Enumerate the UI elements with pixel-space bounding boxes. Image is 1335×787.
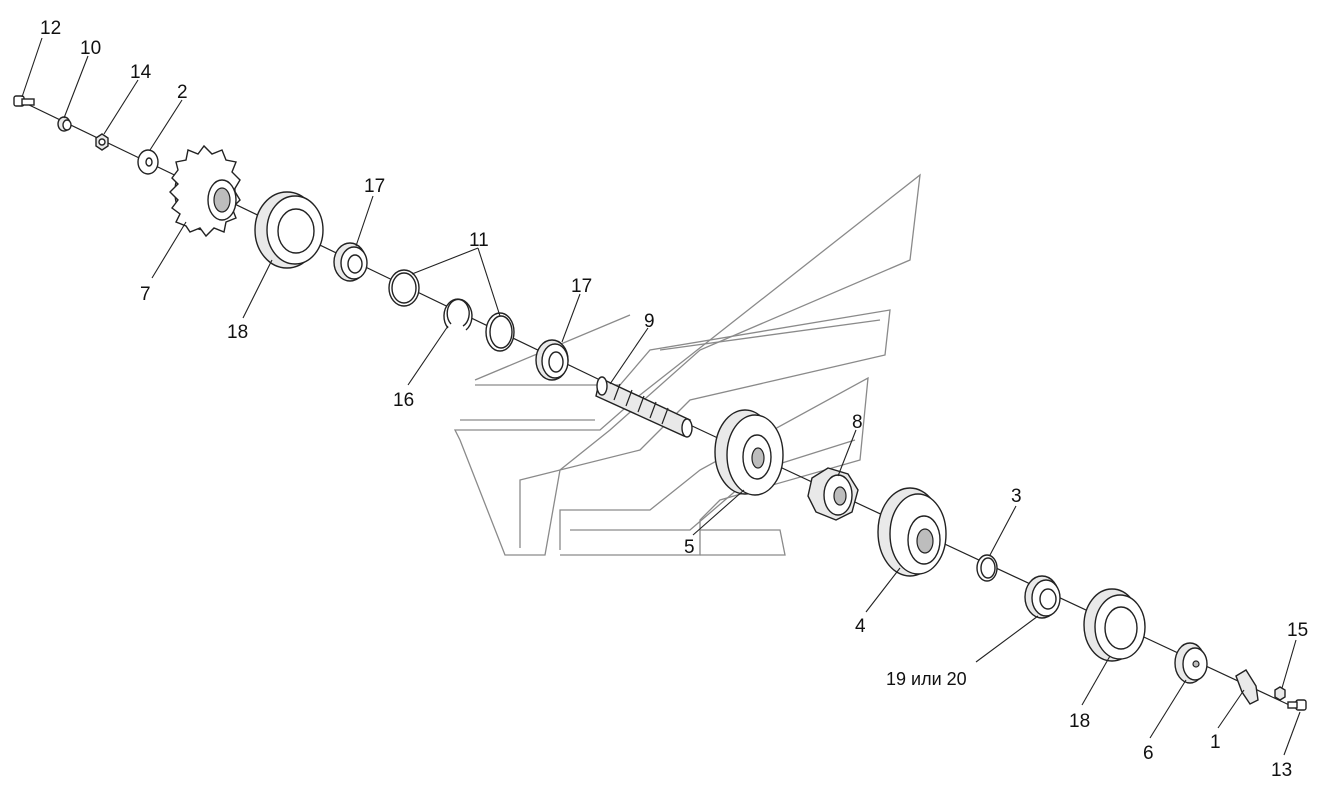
part-15-nut [1274, 686, 1286, 701]
label-8: 8 [852, 412, 863, 433]
label-1: 1 [1210, 732, 1221, 753]
part-17-bearing-upper [333, 242, 368, 282]
part-18-bearing-left [254, 191, 324, 269]
part-17-bearing-lower [535, 339, 569, 381]
label-7: 7 [140, 284, 151, 305]
part-10-bushing [57, 116, 72, 132]
label-2: 2 [177, 82, 188, 103]
part-7-gear [169, 144, 241, 238]
part-12-bolt [13, 95, 35, 107]
label-13: 13 [1271, 760, 1292, 781]
label-19-or-20: 19 или 20 [886, 669, 967, 689]
part-11-ring-a [388, 269, 420, 307]
part-6-flange [1174, 642, 1208, 684]
leader-lines [21, 37, 1301, 756]
label-17-lower: 17 [571, 276, 592, 297]
part-3-ring [976, 554, 998, 582]
part-2-washer [137, 149, 159, 175]
part-13-bolt [1287, 699, 1307, 711]
part-16-snap-ring [443, 298, 473, 331]
label-3: 3 [1011, 486, 1022, 507]
label-10: 10 [80, 38, 101, 59]
part-8-coupling [807, 467, 859, 521]
part-1-lock-plate [1235, 669, 1259, 705]
label-4: 4 [855, 616, 866, 637]
part-9-splined-shaft [595, 376, 693, 438]
label-9: 9 [644, 311, 655, 332]
label-17-upper: 17 [364, 176, 385, 197]
part-19-20-bearing [1024, 575, 1061, 619]
label-18-left: 18 [227, 322, 248, 343]
watermark-logo [453, 173, 921, 556]
label-5: 5 [684, 537, 695, 558]
part-4-disc [877, 487, 947, 577]
label-6: 6 [1143, 743, 1154, 764]
part-5-hub [714, 409, 784, 496]
label-14: 14 [130, 62, 152, 83]
label-18-right: 18 [1069, 711, 1090, 732]
part-18-bearing-right [1083, 588, 1146, 662]
label-12: 12 [40, 18, 61, 39]
label-11: 11 [469, 230, 489, 251]
part-11-ring-b [485, 312, 515, 352]
label-16: 16 [393, 390, 414, 411]
part-14-nut [95, 133, 109, 151]
label-15: 15 [1287, 620, 1308, 641]
callout-labels: 12 10 14 2 7 18 17 11 16 17 9 8 5 3 4 19… [40, 18, 1308, 781]
